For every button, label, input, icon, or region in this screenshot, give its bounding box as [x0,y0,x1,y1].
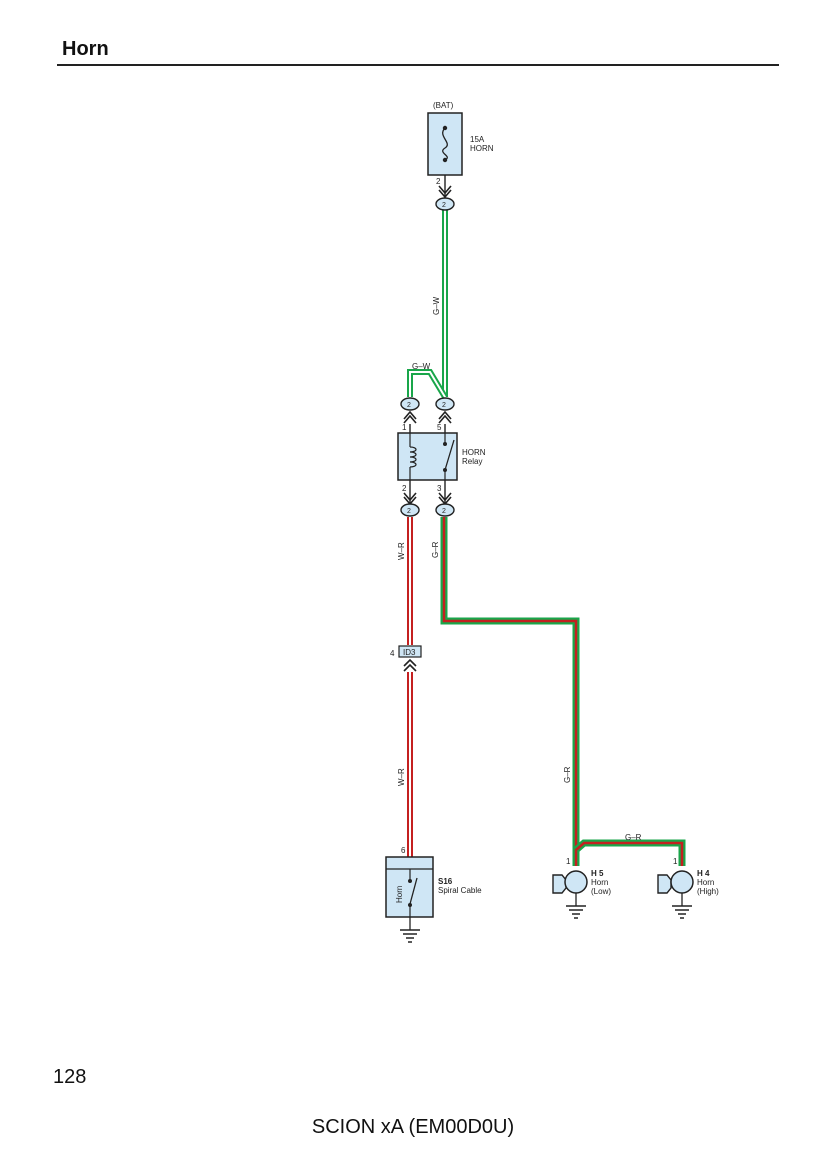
svg-text:2: 2 [442,402,446,409]
horn-high-variant: (High) [697,887,719,896]
spiral-cable [385,856,434,918]
horn-high-code: H 4 [697,869,710,878]
horn-low-variant: (Low) [591,887,611,896]
svg-text:2: 2 [407,508,411,515]
svg-text:ID3: ID3 [403,648,416,657]
id3-arrow [403,658,417,672]
title-rule [57,64,779,66]
relay-arrow-pin5 [438,410,452,424]
relay-connector-pin1: 2 [400,397,420,411]
wire-label-gw-branch: G–W [412,362,431,371]
spiral-cable-switch-label: Horn [395,886,404,903]
fuse-connector: 2 [435,197,455,211]
id3-pin: 4 [390,649,395,658]
relay-pin2-label: 2 [402,484,407,493]
horn-low-pin: 1 [566,857,571,866]
wire-label-gr-relay-out: G–R [431,541,440,558]
page-title: Horn [62,38,109,60]
id3-connector: ID3 [398,645,422,658]
wire-gr-main [440,517,580,866]
relay-name-line2: Relay [462,457,482,466]
relay-name-line1: HORN [462,448,486,457]
svg-text:2: 2 [442,202,446,209]
relay-pin3-label: 3 [437,484,442,493]
horn-high-name: Horn [697,878,714,887]
wire-gr-horn-branch [573,839,686,866]
relay-connector-pin5: 2 [435,397,455,411]
fuse-rating: 15A [470,135,485,144]
fuse-name: HORN [470,144,494,153]
horn-low-icon [552,870,588,894]
wire-label-wr-lower: W–R [397,768,406,786]
wire-gw-branch [407,369,448,399]
fuse-box [427,112,463,176]
wire-label-wr-upper: W–R [397,542,406,560]
spiral-cable-pin: 6 [401,846,406,855]
fuse-source-label: (BAT) [433,101,454,110]
relay-arrow-pin1 [403,410,417,424]
spiral-cable-code: S16 [438,877,453,886]
horn-low-ground-icon [566,893,586,919]
horn-low-name: Horn [591,878,608,887]
relay-pin5-label: 5 [437,423,442,432]
horn-high-ground-icon [672,893,692,919]
relay-connector-pin2: 2 [400,503,420,517]
fuse-pin: 2 [436,177,441,186]
horn-high-icon [657,870,694,894]
spiral-cable-name: Spiral Cable [438,886,482,895]
spiral-cable-ground-icon [400,917,420,943]
wire-label-gr-branch: G–R [625,833,642,842]
horn-low-code: H 5 [591,869,604,878]
horn-relay [397,432,458,481]
model-footer: SCION xA (EM00D0U) [311,1116,515,1138]
horn-high-pin: 1 [673,857,678,866]
wire-label-gr-vertical: G–R [563,766,572,783]
wire-label-gw-feed: G–W [432,296,441,315]
svg-text:2: 2 [407,402,411,409]
svg-text:2: 2 [442,508,446,515]
relay-connector-pin3: 2 [435,503,455,517]
page-number: 128 [53,1066,87,1088]
relay-pin1-label: 1 [402,423,407,432]
fuse-terminal-arrow [438,185,452,199]
